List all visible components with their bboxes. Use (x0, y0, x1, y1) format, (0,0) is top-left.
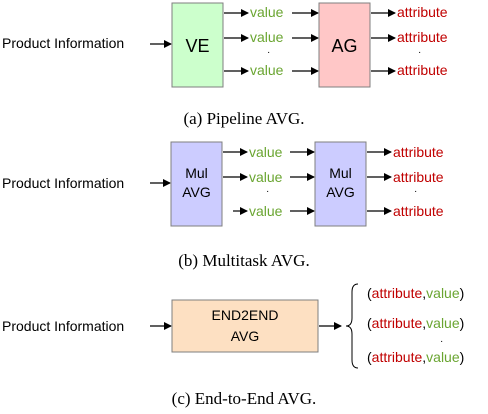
pair-3-open: ( (367, 349, 372, 365)
pipeline-attribute-2: attribute (397, 29, 448, 45)
pipeline-attribute-1: attribute (397, 4, 448, 20)
ve-label: VE (185, 36, 209, 56)
end2end-pair-3: (attribute,value) (367, 349, 464, 365)
multitask-value-2: value (249, 169, 283, 185)
end2end-box (171, 299, 319, 353)
multitask-section: Product Information Mul AVG value value … (2, 141, 444, 270)
pipeline-caption: (a) Pipeline AVG. (183, 109, 304, 128)
end2end-box-line2: AVG (231, 328, 260, 344)
pipeline-value-ellipsis: · (267, 47, 270, 58)
ag-label: AG (331, 36, 357, 56)
pipeline-value-3: value (250, 62, 284, 78)
pair-1-attribute: attribute (372, 285, 423, 301)
pair-3-attribute: attribute (372, 349, 423, 365)
end2end-caption: (c) End-to-End AVG. (172, 389, 317, 408)
pipeline-attribute-ellipsis: · (418, 47, 421, 58)
pipeline-value-2: value (250, 29, 284, 45)
end2end-pair-1: (attribute,value) (367, 285, 464, 301)
pipeline-value-1: value (250, 4, 284, 20)
pair-2-open: ( (367, 315, 372, 331)
pair-1-comma: , (422, 285, 426, 301)
mul-avg-box-1 (170, 141, 223, 227)
pair-2-attribute: attribute (372, 315, 423, 331)
pair-1-close: ) (460, 285, 465, 301)
mul-avg-box-2-line2: AVG (326, 184, 355, 200)
multitask-input-label: Product Information (2, 175, 124, 191)
multitask-attribute-2: attribute (393, 169, 444, 185)
pair-1-value: value (426, 285, 460, 301)
multitask-caption: (b) Multitask AVG. (178, 251, 309, 270)
pair-1-open: ( (367, 285, 372, 301)
output-brace (345, 283, 359, 369)
pair-3-comma: , (422, 349, 426, 365)
pair-2-value: value (426, 315, 460, 331)
mul-avg-box-2-line1: Mul (329, 165, 352, 181)
pair-3-close: ) (460, 349, 465, 365)
multitask-attribute-1: attribute (393, 144, 444, 160)
ve-box (171, 2, 224, 88)
mul-avg-box-2 (314, 141, 367, 227)
end2end-box-line1: END2END (212, 307, 279, 323)
pair-3-value: value (426, 349, 460, 365)
ag-box (318, 2, 371, 88)
multitask-value-3: value (249, 203, 283, 219)
end2end-pair-ellipsis: · (440, 336, 443, 347)
multitask-attribute-ellipsis: · (414, 186, 417, 197)
end2end-pair-2: (attribute,value) (367, 315, 464, 331)
multitask-attribute-3: attribute (393, 203, 444, 219)
mul-avg-box-1-line1: Mul (185, 165, 208, 181)
end2end-input-label: Product Information (2, 318, 124, 334)
pair-2-comma: , (422, 315, 426, 331)
pair-2-close: ) (460, 315, 465, 331)
end2end-section: Product Information END2END AVG (attribu… (2, 283, 464, 408)
multitask-value-1: value (249, 144, 283, 160)
pipeline-input-label: Product Information (2, 35, 124, 51)
mul-avg-box-1-line2: AVG (182, 184, 211, 200)
pipeline-attribute-3: attribute (397, 62, 448, 78)
pipeline-section: Product Information VE value value value… (2, 2, 448, 128)
multitask-value-ellipsis: · (266, 186, 269, 197)
